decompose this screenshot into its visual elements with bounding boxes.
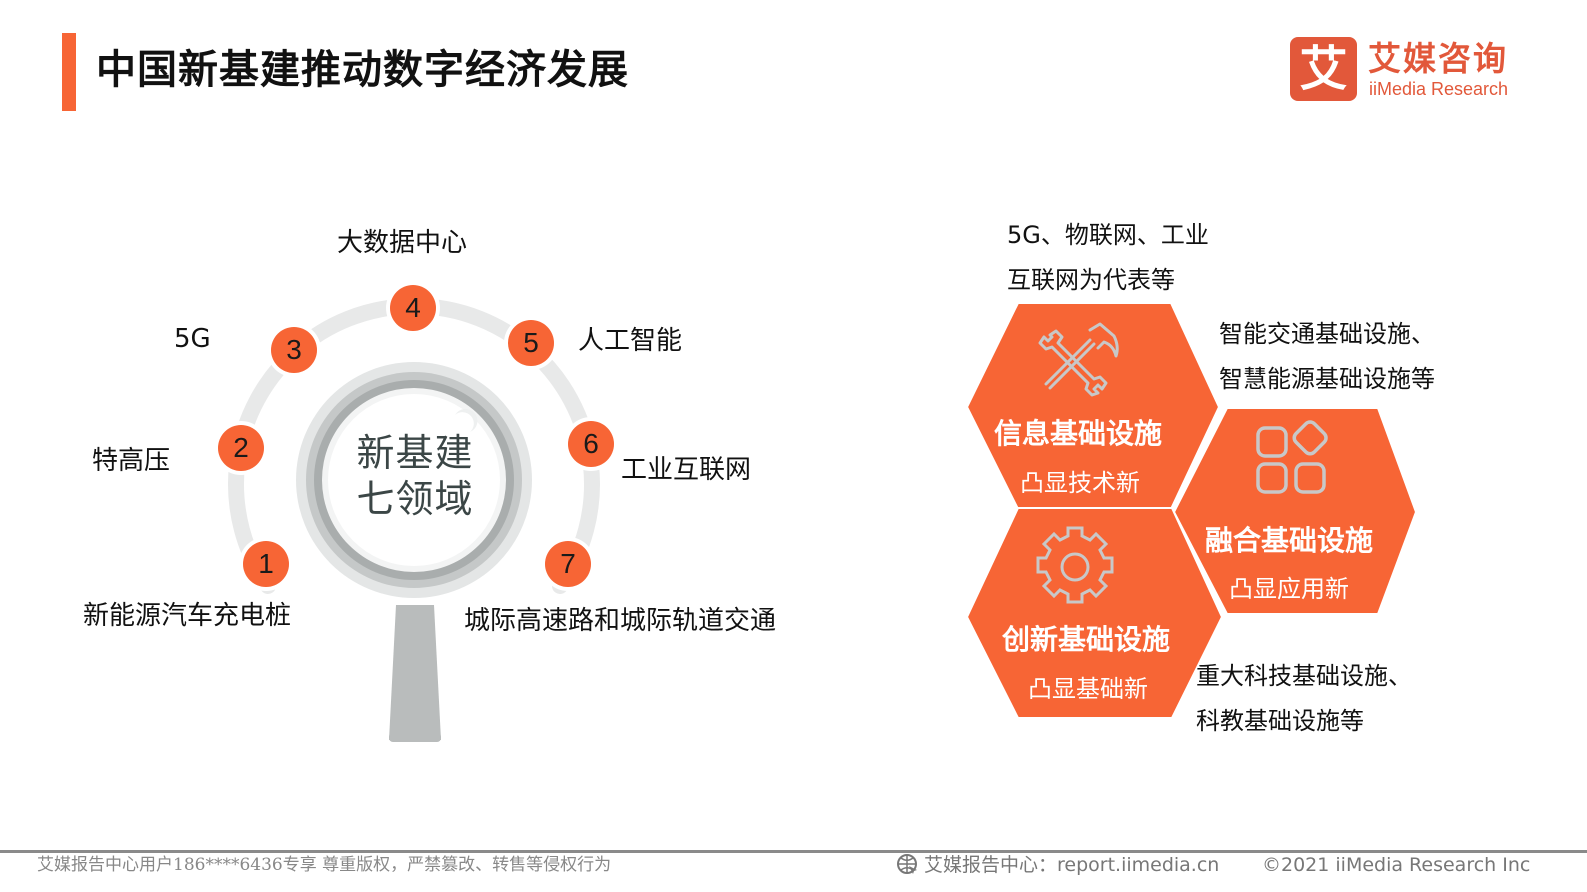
footer-report-link[interactable]: 艾媒报告中心：report.iimedia.cn — [924, 854, 1220, 876]
label-industrial-internet: 工业互联网 — [621, 455, 752, 485]
desc-info-line2: 互联网为代表等 — [1007, 266, 1175, 294]
label-big-data-center: 大数据中心 — [337, 228, 468, 258]
footer-copyright-notice: 艾媒报告中心用户186****6436专享 尊重版权，严禁篡改、转售等侵权行为 — [37, 855, 612, 875]
desc-innovation-line2: 科教基础设施等 — [1196, 707, 1364, 735]
desc-innovation: 重大科技基础设施、 科教基础设施等 — [1196, 654, 1412, 744]
desc-fusion-line1: 智能交通基础设施、 — [1219, 320, 1435, 348]
hex-info-subtitle: 凸显技术新 — [1020, 469, 1140, 497]
center-line-1: 新基建 — [356, 431, 474, 475]
footer-report-center: 艾媒报告中心：report.iimedia.cn — [896, 852, 1219, 878]
label-ev-charging: 新能源汽车充电桩 — [83, 601, 292, 631]
title-accent-bar — [62, 33, 76, 111]
node-6: 6 — [568, 421, 614, 467]
label-intercity-transport: 城际高速路和城际轨道交通 — [464, 606, 777, 636]
logo-name-en: iiMedia Research — [1369, 79, 1509, 99]
node-1: 1 — [243, 541, 289, 587]
hex-innovation-title: 创新基础设施 — [1002, 623, 1171, 656]
label-ai: 人工智能 — [578, 326, 683, 356]
globe-icon — [897, 854, 917, 874]
logo-name-cn: 艾媒咨询 — [1368, 39, 1508, 78]
tools-icon — [1038, 322, 1119, 397]
hex-fusion-subtitle: 凸显应用新 — [1229, 575, 1349, 603]
logo-mark: 艾 — [1290, 37, 1357, 101]
iimedia-logo: 艾 艾媒咨询 iiMedia Research — [1290, 37, 1530, 103]
magnifier-center-text: 新基建 七领域 — [335, 430, 495, 522]
hex-innovation-subtitle: 凸显基础新 — [1028, 675, 1148, 703]
hex-innovation — [965, 507, 1224, 719]
desc-info-line1: 5G、物联网、工业 — [1007, 221, 1209, 249]
desc-fusion: 智能交通基础设施、 智慧能源基础设施等 — [1219, 312, 1435, 402]
node-7: 7 — [545, 541, 591, 587]
center-line-2: 七领域 — [356, 477, 474, 521]
footer-divider — [0, 850, 1587, 853]
label-uhv: 特高压 — [92, 446, 171, 476]
hex-fusion-title: 融合基础设施 — [1205, 524, 1374, 557]
node-3: 3 — [271, 327, 317, 373]
node-2: 2 — [218, 425, 264, 471]
hex-info-title: 信息基础设施 — [994, 417, 1163, 450]
desc-fusion-line2: 智慧能源基础设施等 — [1219, 365, 1435, 393]
apps-icon — [1256, 420, 1328, 494]
gear-icon — [1036, 526, 1114, 604]
label-5g: 5G — [174, 324, 211, 354]
footer-company: ©2021 iiMedia Research Inc — [1262, 854, 1531, 876]
node-5: 5 — [508, 320, 554, 366]
desc-innovation-line1: 重大科技基础设施、 — [1196, 662, 1412, 690]
page-title: 中国新基建推动数字经济发展 — [96, 47, 629, 93]
node-4: 4 — [390, 285, 436, 331]
desc-info: 5G、物联网、工业 互联网为代表等 — [1007, 213, 1209, 303]
